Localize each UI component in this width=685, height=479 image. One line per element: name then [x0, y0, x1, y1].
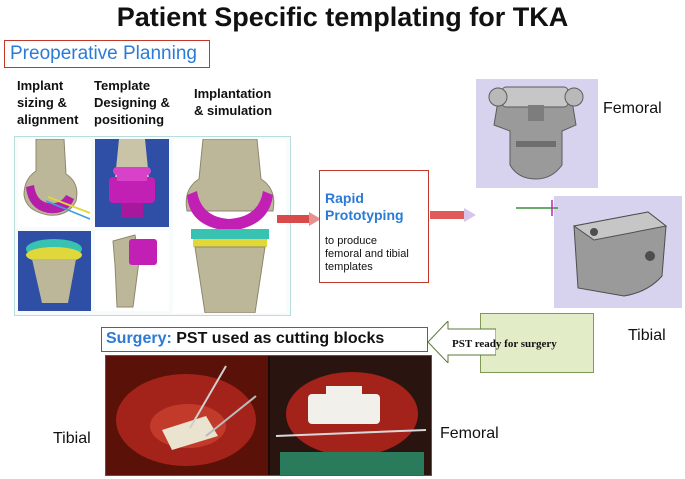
planning-images-panel	[14, 136, 291, 316]
surgery-rest: PST used as cutting blocks	[171, 330, 385, 347]
tibial-surgery-label: Tibial	[53, 430, 91, 447]
pst-ready-box	[480, 313, 594, 373]
rapid-prototyping-line: Prototyping	[325, 207, 404, 223]
femoral-template-render	[476, 79, 598, 188]
surgery-highlight: Surgery:	[106, 330, 172, 347]
rapid-prototyping-description: to produce femoral and tibial templates	[325, 235, 409, 274]
step-line: Implant	[17, 78, 64, 93]
surgery-headline: Surgery: PST used as cutting blocks	[106, 330, 384, 348]
implant-sizing-image	[18, 139, 91, 227]
rp-desc-line: femoral and tibial	[325, 248, 409, 260]
step-implant-sizing: Implant sizing & alignment	[17, 77, 78, 128]
tibial-template-label: Tibial	[628, 327, 666, 344]
tibia-template-image	[95, 231, 169, 311]
arrow-to-templates-icon	[430, 208, 476, 222]
step-line: alignment	[17, 112, 79, 127]
surgery-photos-frame	[105, 355, 432, 476]
tibia-planning-image	[18, 231, 91, 311]
surgery-frame	[101, 327, 428, 352]
rapid-prototyping-heading: Rapid Prototyping	[325, 190, 404, 224]
step-implantation: Implantation & simulation	[194, 85, 272, 119]
template-design-image	[95, 139, 169, 227]
step-template-designing: Template Designing & positioning	[94, 77, 170, 128]
tibial-template-render	[554, 196, 682, 308]
rp-desc-line: to produce	[325, 235, 377, 247]
rapid-prototyping-line: Rapid	[325, 190, 364, 206]
step-line: & simulation	[194, 103, 273, 118]
step-line: sizing &	[17, 95, 67, 110]
femoral-surgery-label: Femoral	[440, 425, 499, 442]
pst-ready-arrow-icon	[428, 321, 496, 363]
step-line: positioning	[94, 112, 165, 127]
connector-marks-icon	[516, 200, 558, 216]
step-line: Template	[94, 78, 151, 93]
femoral-template-label: Femoral	[603, 100, 662, 117]
page-title: Patient Specific templating for TKA	[116, 2, 569, 32]
arrow-to-prototyping-icon	[277, 212, 321, 226]
preoperative-planning-frame	[4, 40, 210, 68]
implant-simulation-image	[173, 139, 286, 313]
rp-desc-line: templates	[325, 261, 373, 273]
step-line: Implantation	[194, 86, 272, 101]
rapid-prototyping-box	[319, 170, 429, 283]
pst-ready-label: PST ready for surgery	[452, 338, 557, 350]
preoperative-planning-label: Preoperative Planning	[10, 43, 197, 64]
step-line: Designing &	[94, 95, 170, 110]
surgery-photos-image	[106, 356, 431, 475]
